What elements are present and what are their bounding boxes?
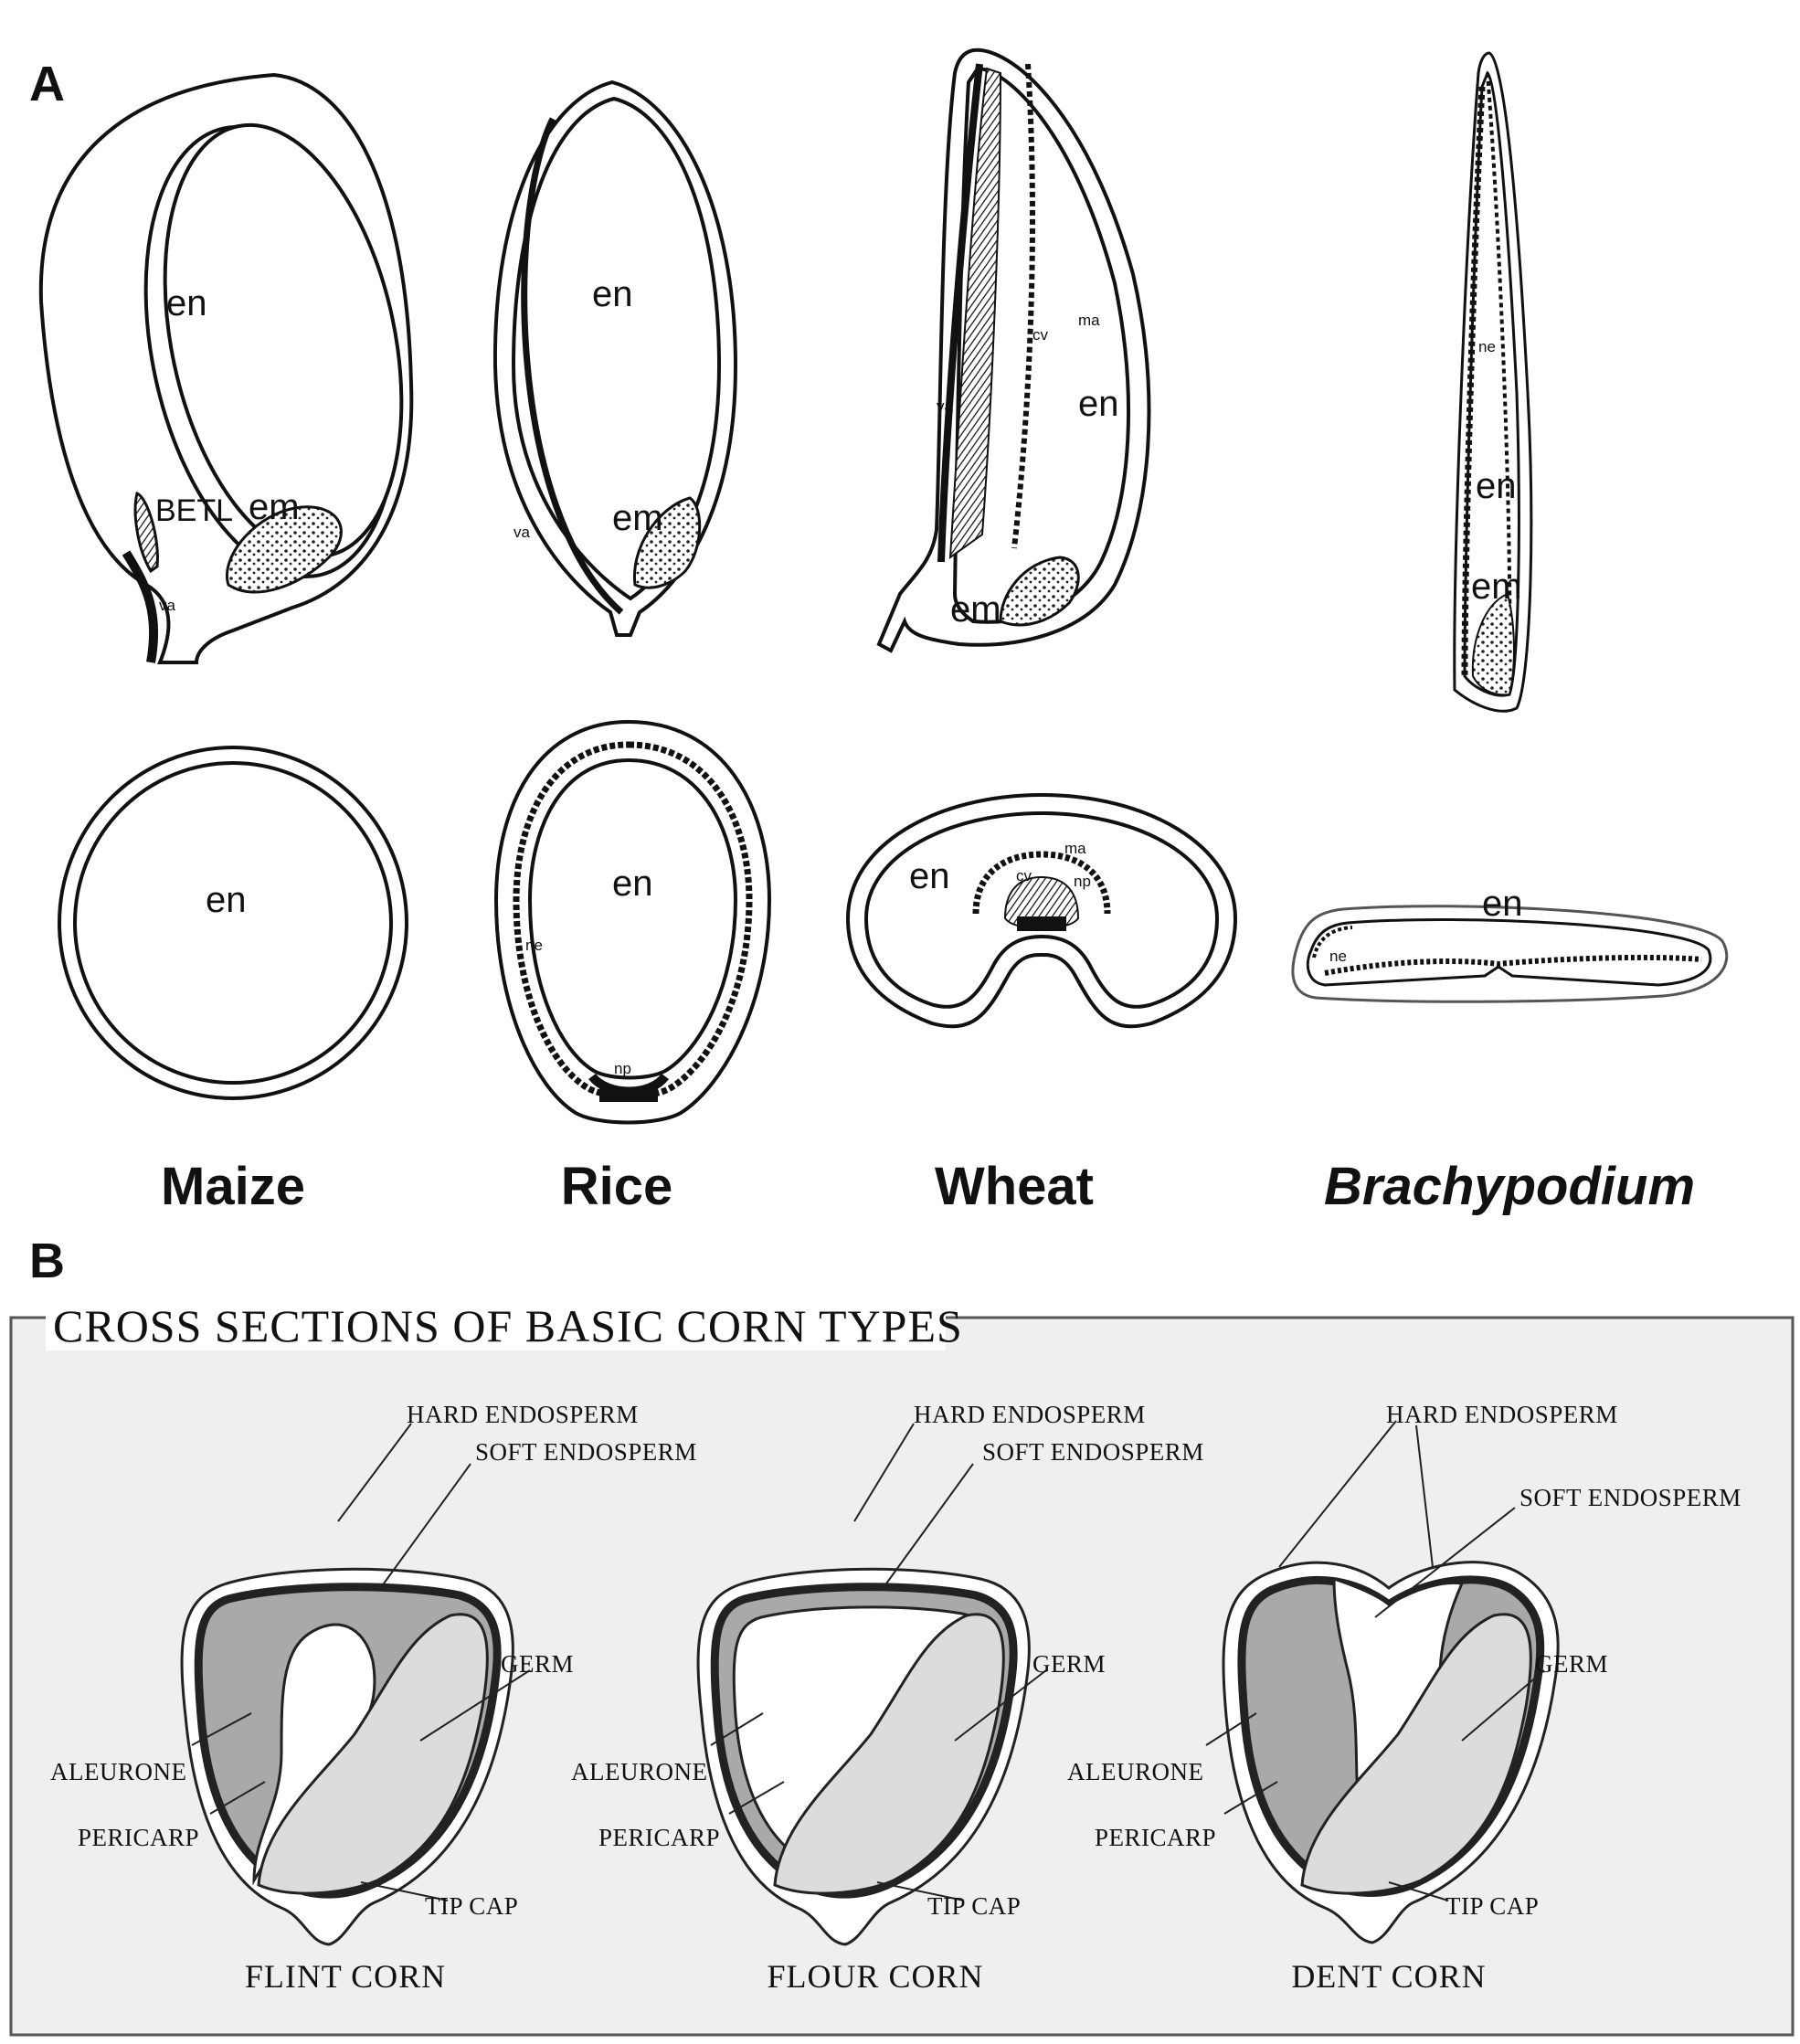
brachypodium-ne-label: ne xyxy=(1478,338,1496,355)
rice-transverse-section xyxy=(493,719,772,1125)
brachypodium-en-label: en xyxy=(1476,466,1517,506)
wheat-transverse-cv-label: cv xyxy=(1016,867,1032,884)
wheat-em-label: em xyxy=(950,589,1001,630)
dent-corn-title: DENT CORN xyxy=(1291,1958,1486,1995)
maize-transverse-section xyxy=(58,746,408,1100)
panel-b-letter: B xyxy=(29,1234,65,1288)
flour-corn-kernel xyxy=(696,1567,1031,1946)
wheat-transverse-ma-label: ma xyxy=(1064,840,1086,857)
flint-pericarp-label: PERICARP xyxy=(78,1824,199,1851)
rice-em-label: em xyxy=(612,498,663,538)
dent-germ-label: GERM xyxy=(1535,1650,1608,1678)
maize-en-label: en xyxy=(166,283,207,323)
flour-soft-endosperm-label: SOFT ENDOSPERM xyxy=(982,1438,1204,1466)
rice-transverse-ne-label: ne xyxy=(525,937,543,954)
species-label-wheat: Wheat xyxy=(935,1157,1094,1216)
flint-corn-title: FLINT CORN xyxy=(245,1958,446,1995)
maize-betl-label: BETL xyxy=(155,493,233,528)
panel-a-letter: A xyxy=(29,57,65,111)
brachypodium-transverse-section xyxy=(1291,905,1729,1003)
wheat-va-label: va xyxy=(937,397,954,415)
rice-longitudinal-section xyxy=(492,79,738,637)
flint-corn-kernel xyxy=(180,1567,514,1946)
maize-em-label: em xyxy=(249,487,300,527)
flour-aleurone-label: ALEURONE xyxy=(571,1758,707,1785)
flint-aleurone-label: ALEURONE xyxy=(50,1758,186,1785)
corn-types-title: CROSS SECTIONS OF BASIC CORN TYPES xyxy=(53,1300,963,1351)
flour-hard-endosperm-label: HARD ENDOSPERM xyxy=(914,1401,1146,1428)
maize-longitudinal-section xyxy=(38,72,414,664)
flour-germ-label: GERM xyxy=(1032,1650,1106,1678)
dent-soft-endosperm-label: SOFT ENDOSPERM xyxy=(1519,1484,1742,1511)
flour-pericarp-label: PERICARP xyxy=(598,1824,720,1851)
dent-tip-cap-label: TIP CAP xyxy=(1445,1892,1539,1920)
wheat-en-label: en xyxy=(1078,384,1119,424)
dent-aleurone-label: ALEURONE xyxy=(1067,1758,1203,1785)
flint-germ-label: GERM xyxy=(501,1650,574,1678)
brachypodium-transverse-ne-label: ne xyxy=(1329,948,1347,965)
flint-soft-endosperm-label: SOFT ENDOSPERM xyxy=(475,1438,697,1466)
brachypodium-transverse-en-label: en xyxy=(1482,884,1523,924)
wheat-transverse-np-label: np xyxy=(1074,873,1091,890)
wheat-longitudinal-section xyxy=(876,48,1151,653)
wheat-cv-label: cv xyxy=(1032,326,1049,344)
rice-transverse-np-label: np xyxy=(614,1060,631,1077)
rice-transverse-en-label: en xyxy=(612,863,653,904)
brachypodium-longitudinal-section xyxy=(1453,51,1533,713)
flour-corn-title: FLOUR CORN xyxy=(767,1958,983,1995)
wheat-transverse-en-label: en xyxy=(909,856,950,896)
species-label-rice: Rice xyxy=(561,1157,673,1216)
dent-pericarp-label: PERICARP xyxy=(1095,1824,1216,1851)
species-label-maize: Maize xyxy=(161,1157,305,1216)
dent-corn-kernel xyxy=(1222,1561,1560,1944)
dent-hard-endosperm-label: HARD ENDOSPERM xyxy=(1386,1401,1618,1428)
corn-leader-lines xyxy=(191,1420,1545,1901)
maize-transverse-en-label: en xyxy=(206,880,247,920)
flint-hard-endosperm-label: HARD ENDOSPERM xyxy=(407,1401,639,1428)
rice-va-label: va xyxy=(514,524,531,541)
rice-en-label: en xyxy=(592,274,633,314)
wheat-transverse-section xyxy=(845,792,1238,1029)
species-label-brachypodium: Brachypodium xyxy=(1324,1157,1695,1216)
brachypodium-em-label: em xyxy=(1471,567,1522,607)
corn-types-title-gap xyxy=(46,1296,946,1350)
maize-va-label: va xyxy=(159,597,176,614)
wheat-ma-label: ma xyxy=(1078,312,1100,329)
flint-tip-cap-label: TIP CAP xyxy=(425,1892,518,1920)
flour-tip-cap-label: TIP CAP xyxy=(927,1892,1021,1920)
